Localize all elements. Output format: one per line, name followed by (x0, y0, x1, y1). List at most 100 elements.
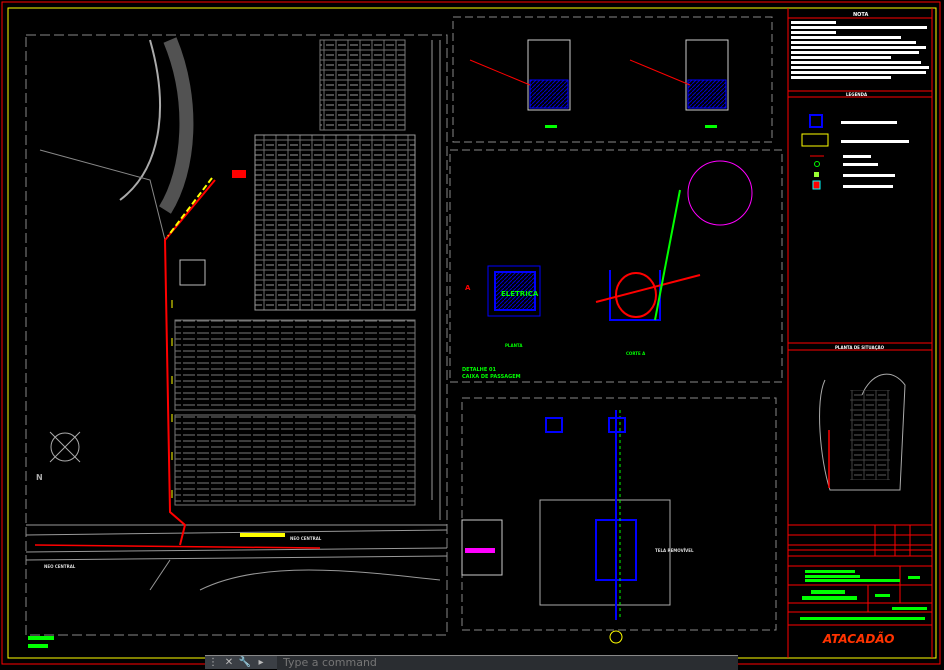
cad-entity (25, 547, 448, 553)
cad-entity (28, 644, 48, 648)
command-prompt-icon: ▸ (258, 657, 264, 668)
cad-entity (25, 34, 448, 636)
drag-handle-icon[interactable]: ⋮ (208, 657, 218, 668)
cad-entity (687, 79, 727, 109)
cad-entity (615, 272, 657, 318)
cad-entity (158, 37, 194, 214)
cad-entity (319, 39, 406, 131)
cad-entity (469, 59, 531, 86)
cad-entity (800, 617, 925, 620)
cad-entity (149, 559, 171, 591)
cad-entity (705, 125, 717, 128)
building (254, 134, 416, 311)
manhole-detail: TELA REMOVÍVEL (461, 397, 777, 644)
legend-point-icon (814, 161, 820, 167)
cad-entity (843, 155, 871, 158)
cad-entity (608, 417, 626, 433)
cad-entity (529, 79, 569, 109)
inner-frame (7, 7, 937, 659)
cad-entity (791, 41, 916, 44)
north-arrow-icon (50, 432, 80, 462)
cad-entity (654, 189, 681, 321)
cad-entity: A (465, 284, 471, 292)
cad-entity (545, 417, 563, 433)
cable-route (163, 179, 216, 546)
cad-entity: NEO CENTRAL (44, 564, 76, 569)
cad-entity (167, 177, 213, 237)
cad-entity (843, 185, 893, 188)
close-icon[interactable]: ✕ (224, 657, 234, 668)
cad-entity (465, 548, 495, 553)
cad-entity (811, 590, 845, 594)
cad-entity: DETALHE 01 (462, 367, 496, 373)
cad-entity: N (36, 473, 43, 482)
cad-entity (802, 596, 857, 600)
cad-entity (791, 36, 901, 39)
cad-entity (494, 271, 536, 311)
cad-entity (609, 630, 623, 644)
cad-entity (791, 56, 891, 59)
cad-entity (240, 533, 285, 537)
command-line: ⋮ ✕ 🔧 ▸ (205, 655, 738, 670)
cad-entity (232, 170, 246, 178)
cad-entity: NOTA (853, 12, 868, 18)
cad-entity (34, 544, 321, 549)
cad-entity (841, 140, 909, 143)
junction-box-detail: ELETRICA A PLANTA DETALHE 01 CAIXA DE PA… (449, 149, 783, 383)
cad-entity (449, 149, 783, 383)
cad-entity (791, 51, 919, 54)
cad-entity (174, 414, 416, 506)
cad-entity (841, 121, 897, 124)
customize-icon[interactable]: 🔧 (238, 657, 252, 668)
legend-box-icon (809, 114, 823, 128)
cad-entity: LEGENDA (846, 92, 868, 97)
cad-entity: CAIXA DE PASSAGEM (462, 374, 521, 380)
cad-entity (487, 265, 541, 317)
cad-entity (685, 39, 729, 111)
cad-entity (791, 61, 921, 64)
cad-entity (25, 40, 448, 591)
cad-entity (609, 270, 661, 321)
cad-entity (25, 555, 448, 561)
cad-entity (199, 569, 441, 591)
cad-entity: NEO CENTRAL (290, 536, 322, 541)
cad-entity (527, 39, 571, 111)
cad-entity (595, 274, 701, 303)
cad-entity (805, 575, 860, 578)
cad-entity (461, 519, 503, 576)
legend-duct-icon (801, 133, 829, 147)
cad-entity (843, 163, 878, 166)
cad-entity (800, 570, 927, 620)
cad-entity (791, 31, 836, 34)
cad-entity (791, 76, 891, 79)
legend-ground-icon (814, 172, 819, 177)
cad-entity (843, 174, 895, 177)
cad-entity (452, 16, 773, 143)
cad-entity (791, 26, 927, 29)
cad-entity (805, 570, 855, 573)
cad-entity (850, 390, 890, 480)
cad-entity: TELA REMOVÍVEL (655, 548, 694, 553)
cad-entity (892, 607, 927, 610)
site-plan: N NEO CENTRAL NEO CENTRAL (25, 34, 448, 648)
cad-entity: PLANTA DE SITUAÇÃO (835, 345, 885, 350)
title-block: NOTA LEGENDA PLANTA DE SITUAÇÃO ATACADÃO (788, 12, 932, 646)
cad-entity (791, 21, 929, 79)
cad-entity (687, 160, 753, 226)
cad-entity: ELETRICA (501, 290, 539, 298)
command-input[interactable] (277, 655, 738, 670)
cad-entity (841, 121, 909, 188)
cad-entity (875, 594, 890, 597)
cad-entity (545, 125, 557, 128)
company-logo: ATACADÃO (822, 631, 894, 646)
cad-entity (788, 524, 932, 626)
cad-entity (28, 636, 54, 640)
cad-entity (908, 576, 920, 579)
cad-entity (179, 259, 206, 286)
section-details (452, 16, 773, 143)
cad-entity (539, 499, 671, 606)
cad-entity (461, 397, 777, 631)
cad-entity: PLANTA (505, 343, 523, 348)
